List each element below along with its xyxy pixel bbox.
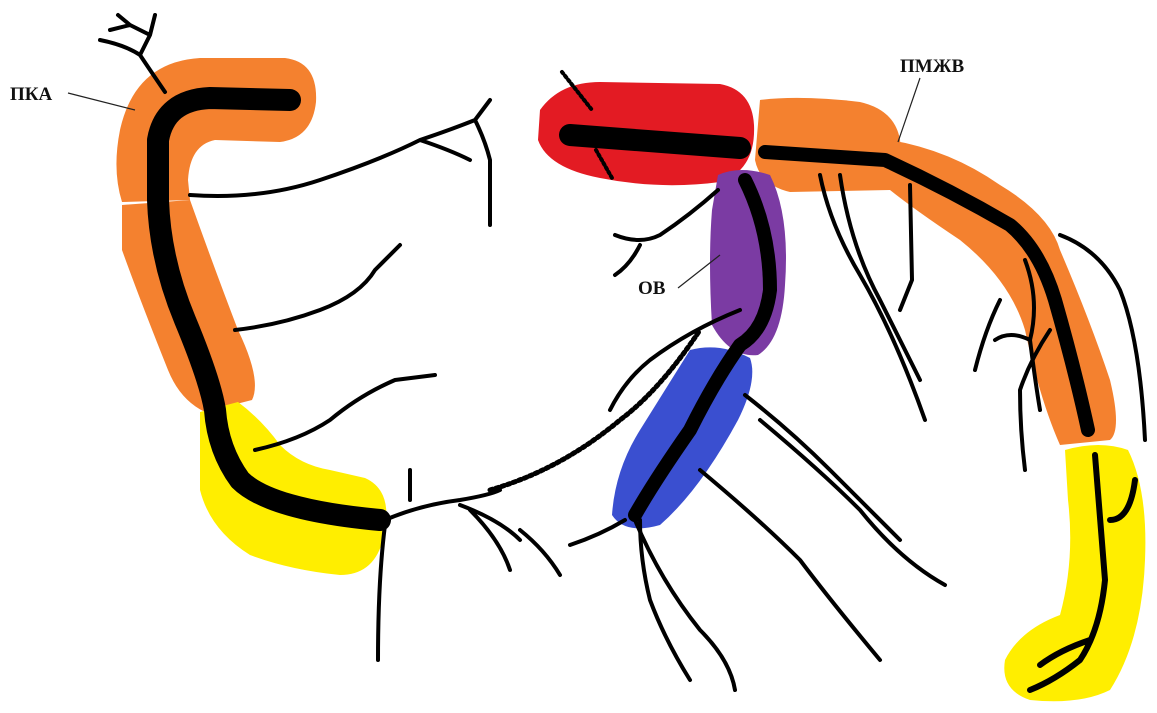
rca-proximal-segment	[116, 58, 316, 202]
cx-branch-upper	[615, 190, 718, 275]
lad-leader-line	[898, 78, 920, 142]
lad-branch-2	[840, 175, 920, 380]
lad-branch-7	[975, 300, 1000, 370]
rca-branch-distal	[378, 470, 560, 660]
rca-origin-branch	[100, 15, 165, 92]
cx-branch-lower-2	[760, 420, 945, 585]
rca-label: ПКА	[10, 84, 53, 105]
lad-branch-3	[900, 185, 912, 310]
cx-branch-distal-3	[570, 520, 625, 545]
cx-label: ОВ	[638, 278, 666, 299]
cx-branch-lower-3	[700, 470, 880, 660]
left-main-lumen	[570, 135, 740, 148]
cx-branch-lower-1	[745, 395, 900, 540]
rca-leader-line	[68, 93, 135, 110]
lad-proximal-segment	[755, 98, 901, 192]
rca-branch-mid	[235, 245, 400, 330]
rca-branch-lower	[255, 375, 435, 450]
lad-label: ПМЖВ	[900, 56, 964, 77]
left-coronary-group	[538, 72, 1145, 701]
